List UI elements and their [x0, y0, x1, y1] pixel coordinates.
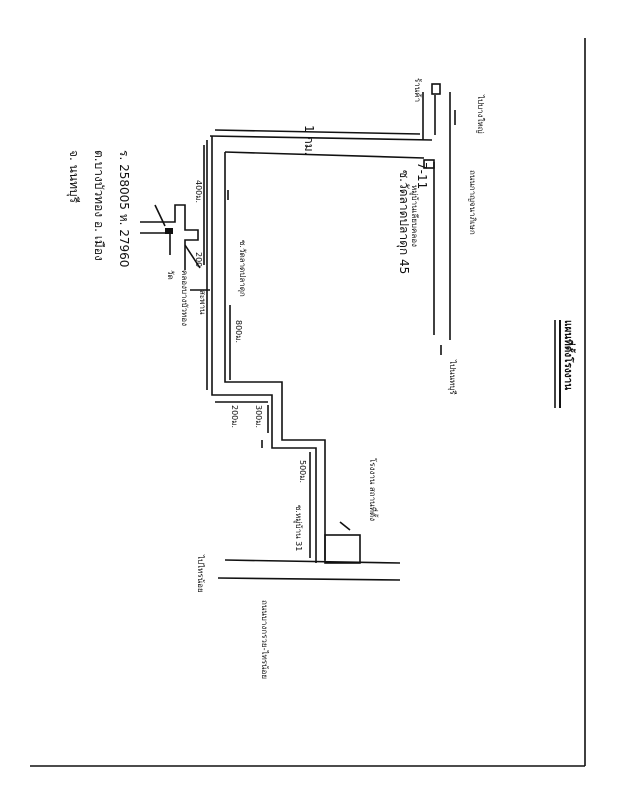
to-bottom-road-label: ไปไทรน้อย — [196, 554, 205, 593]
district-text: ต.บางบัวทอง อ. เมือง — [92, 150, 106, 261]
to-top-label: ไปบางใหญ่ — [476, 94, 485, 134]
small-shop-label: ร้านค้า — [413, 78, 422, 102]
canal-cross — [140, 204, 210, 291]
temple-label: วัด — [166, 270, 175, 280]
main-road — [422, 83, 456, 355]
soi-45-road — [209, 129, 433, 159]
soi-path — [206, 136, 326, 563]
factory-label: โรงงาน สถานที่ตั้ง — [368, 458, 379, 521]
bridge-label: สะพาน — [198, 290, 207, 315]
soi-left-label: ซ.วัดลาดปลาดุก — [238, 240, 247, 297]
bottom-road — [217, 521, 401, 581]
dist-400-label: 400ม. — [194, 180, 203, 203]
dist-500-small-label: 200ม. — [230, 405, 239, 428]
soi-bottom-label: ซ.หมู่บ้าน 31 — [293, 505, 303, 551]
dist-300-label: 300ม. — [254, 405, 263, 428]
main-road-label: ถนนกาญจนาภิเษก — [468, 170, 477, 235]
canal-label: คลองบางบัวทอง — [180, 270, 189, 326]
soi-45-label: ซ.วัดลาดปลาดุก 45 — [396, 170, 411, 274]
bottom-road-label: ถนนบางกรวย-ไทรน้อย — [260, 600, 269, 679]
dist-800-label: 800ม. — [234, 320, 243, 343]
dist-200-diag-label: 200 — [194, 252, 203, 267]
map-title: แผนที่ตั้งโรงงาน — [562, 320, 576, 390]
store-lane-label: หมู่บ้านเลียบคลอง — [409, 185, 419, 247]
province-text: จ. นนทบุรี — [66, 150, 81, 204]
distance-1km-label: 1 กม. — [302, 125, 316, 155]
dist-500-label: 500ม. — [298, 460, 307, 483]
factory-building — [324, 534, 361, 564]
coordinates-text: ร. 258005 ห. 27960 — [117, 150, 131, 267]
to-bottom-label: ไปนนทบุรี — [448, 359, 457, 395]
seven-eleven-label: 7-11 — [415, 162, 429, 189]
